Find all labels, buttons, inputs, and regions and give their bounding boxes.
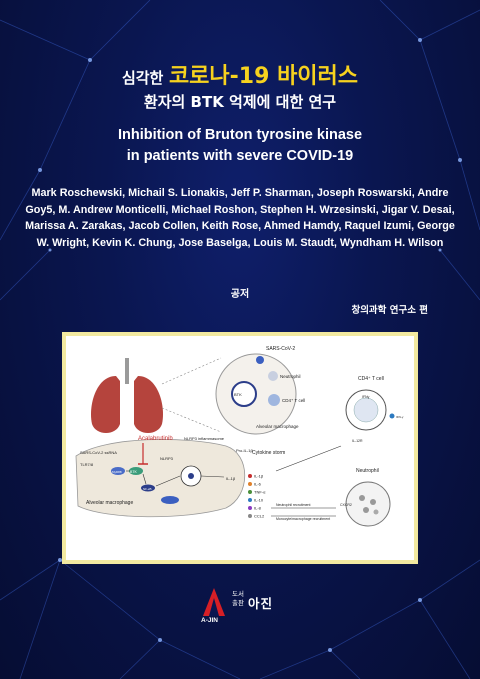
label-cytokine-storm: Cytokine storm (252, 450, 285, 456)
label-alveolar-top: Alveolar macrophage (256, 424, 299, 429)
lungs-icon (91, 358, 163, 433)
label-sars-ssrna: SARS-CoV-2 ssRNA (80, 450, 117, 455)
cytokine-1: IL-6 (254, 482, 262, 487)
label-nfkb: NF-κB (143, 487, 152, 491)
label-ifng: IFNγ (362, 395, 370, 399)
korean-title: 심각한 코로나-19 바이러스 (0, 58, 480, 90)
label-neutrophil: Neutrophil (280, 374, 301, 379)
publisher-label-top: 도서 (232, 590, 244, 598)
label-nlrp3: NLRP3 (160, 456, 174, 461)
english-title: Inhibition of Bruton tyrosine kinase in … (0, 125, 480, 167)
publisher-logo-icon (203, 588, 225, 616)
label-ifng-r: IFN-γ (396, 415, 404, 419)
label-neutrophil-right: Neutrophil (356, 468, 379, 474)
label-il1b: IL-1β (226, 476, 236, 481)
label-neutrophil-recruitment: Neutrophil recruitment (276, 503, 310, 507)
label-nlrp3-inflammasome: NLRP3 inflammasome (184, 436, 225, 441)
label-cd4-right: CD4⁺ T cell (358, 376, 384, 382)
label-alveolar-bottom: Alveolar macrophage (86, 500, 133, 506)
title-prefix: 심각한 (121, 69, 164, 87)
editor-credit: 창의과학 연구소 편 (351, 305, 428, 316)
cover-figure: SARS-CoV-2 Neutrophil BTK CD4⁺ T cell Al… (62, 332, 418, 564)
cytokine-0: IL-1β (254, 474, 264, 479)
label-btk-top: BTK (234, 392, 242, 397)
label-sars-cov2: SARS-CoV-2 (266, 346, 295, 352)
publisher-block: A-JIN 도서 출판 아진 (201, 588, 283, 628)
label-myd88: MyD88 (112, 470, 122, 474)
english-title-line1: Inhibition of Bruton tyrosine kinase (117, 127, 363, 143)
label-btk: BTK (130, 470, 137, 474)
cytokine-3: IL-10 (254, 498, 264, 503)
label-cxcr2: CXCR2 (340, 503, 352, 507)
korean-subtitle: 환자의 BTK 억제에 대한 연구 (143, 93, 337, 111)
label-mono-recruitment: Monocyte/macrophage recruitment (276, 517, 330, 521)
label-pro-il1b: Pro-IL-1β (236, 448, 253, 453)
cytokine-5: CCL2 (254, 514, 265, 519)
english-title-line2: in patients with severe COVID-19 (126, 148, 354, 164)
btk-pathway-diagram: SARS-CoV-2 Neutrophil BTK CD4⁺ T cell Al… (75, 346, 404, 527)
publisher-label: 도서 출판 (232, 590, 244, 608)
title-main: 코로나-19 바이러스 (168, 64, 359, 89)
publisher-name: 아진 (248, 596, 274, 611)
cytokine-2: TNF-α (254, 490, 266, 495)
author-list: Mark Roschewski, Michail S. Lionakis, Je… (25, 187, 455, 249)
label-cd4: CD4⁺ T cell (282, 398, 305, 403)
label-il12r: IL-12R (352, 439, 363, 443)
publisher-name-en: A-JIN (201, 617, 218, 624)
cytokine-4: IL-8 (254, 506, 262, 511)
label-acalabrutinib: Acalabrutinib (138, 436, 173, 442)
label-tlr: TLR7/8 (80, 462, 94, 467)
publisher-label-bottom: 출판 (232, 599, 244, 607)
coauthor-label: 공저 (230, 289, 250, 300)
